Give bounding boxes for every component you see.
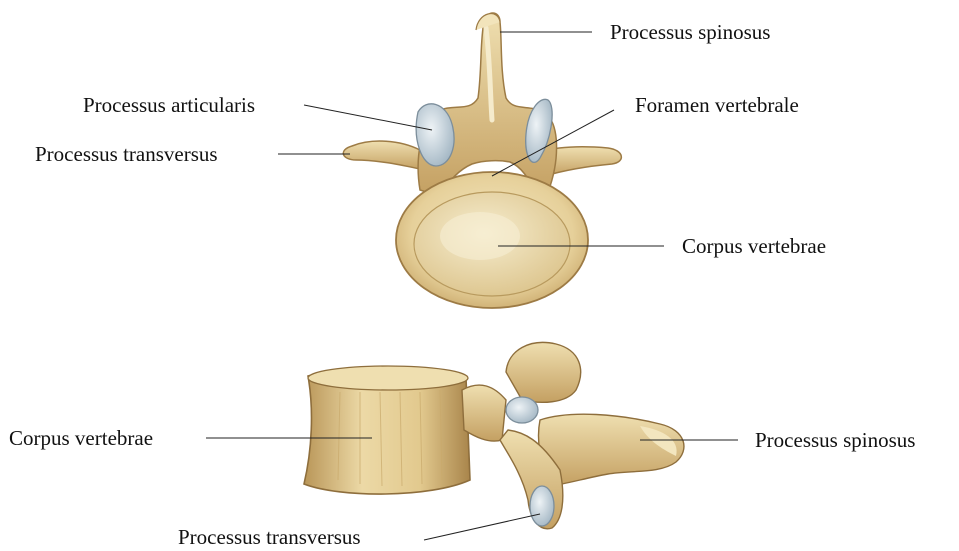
label-top-processus-articularis: Processus articularis xyxy=(83,93,255,117)
label-top-processus-spinosus: Processus spinosus xyxy=(610,20,770,44)
side-superior-articular-process xyxy=(506,342,581,402)
label-top-corpus-vertebrae: Corpus vertebrae xyxy=(682,234,826,258)
label-side-corpus-vertebrae: Corpus vertebrae xyxy=(9,426,153,450)
label-side-processus-spinosus: Processus spinosus xyxy=(755,428,915,452)
leader-top-articularis xyxy=(304,105,432,130)
side-articular-facet-lower xyxy=(530,486,554,526)
label-top-processus-transversus: Processus transversus xyxy=(35,142,218,166)
label-side-processus-transversus: Processus transversus xyxy=(178,525,361,549)
top-view-vertebra xyxy=(343,13,621,308)
side-view-vertebra xyxy=(304,342,684,528)
side-articular-facet-upper xyxy=(506,397,538,423)
label-top-foramen-vertebrale: Foramen vertebrale xyxy=(635,93,799,117)
leader-side-transversus xyxy=(424,514,540,540)
top-transverse-process-left xyxy=(343,141,425,170)
